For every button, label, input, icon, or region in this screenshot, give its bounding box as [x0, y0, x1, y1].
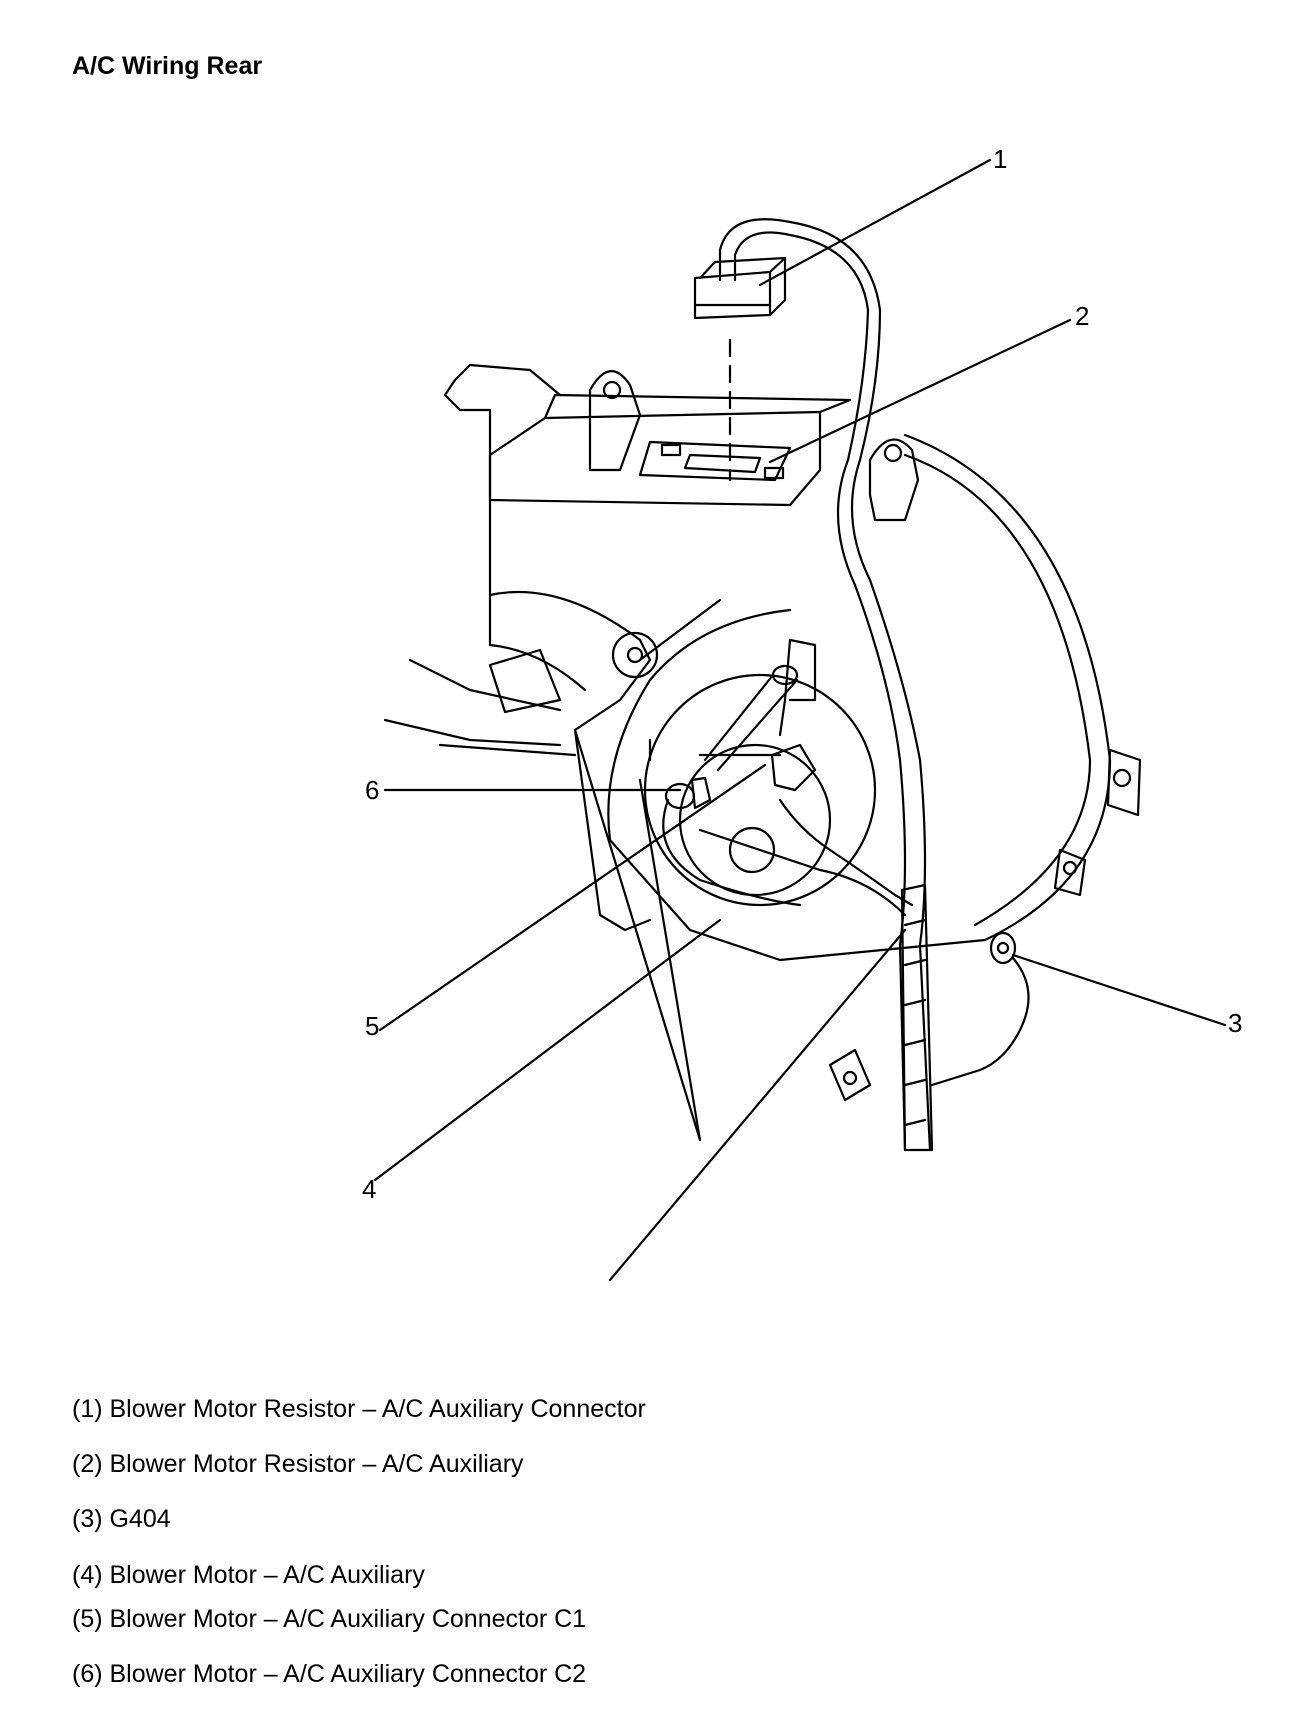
leader-lines: [373, 158, 1227, 1182]
mounting-tabs: [588, 370, 1142, 1282]
wiring-diagram: 1 2 3 4 5 6: [362, 144, 1242, 1282]
callout-2: 2: [1075, 301, 1089, 331]
legend-item-5: (5) Blower Motor – A/C Auxiliary Connect…: [72, 1605, 587, 1633]
blower-scroll: [607, 433, 1112, 962]
callout-5: 5: [365, 1011, 379, 1041]
motor-stud: [703, 664, 799, 772]
ground-g404: [930, 931, 1030, 1087]
legend-item-3: (3) G404: [72, 1505, 171, 1533]
connector-c1: [770, 743, 817, 792]
callout-4: 4: [362, 1174, 376, 1204]
page-title: A/C Wiring Rear: [72, 52, 263, 80]
legend-item-2: (2) Blower Motor Resistor – A/C Auxiliar…: [72, 1450, 524, 1478]
legend-item-6: (6) Blower Motor – A/C Auxiliary Connect…: [72, 1660, 587, 1688]
housing-pulley: [611, 631, 659, 679]
legend-item-4: (4) Blower Motor – A/C Auxiliary: [72, 1561, 425, 1589]
legend-item-1: (1) Blower Motor Resistor – A/C Auxiliar…: [72, 1395, 646, 1423]
blower-motor-resistor: [638, 440, 792, 482]
callout-1: 1: [993, 144, 1007, 174]
connector-c2: [662, 776, 802, 907]
connector-1: [693, 218, 882, 482]
callout-6: 6: [365, 775, 379, 805]
main-harness: [698, 458, 934, 1152]
callout-3: 3: [1228, 1008, 1242, 1038]
